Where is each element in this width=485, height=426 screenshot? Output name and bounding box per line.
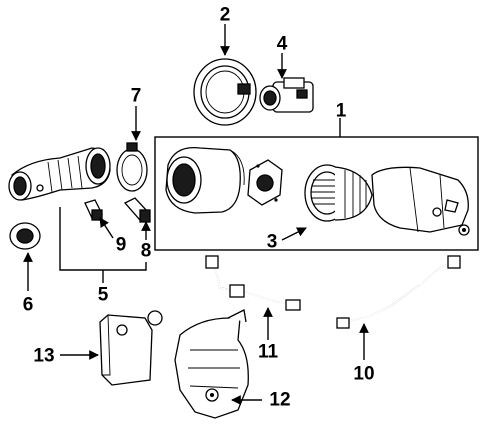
part-8-temperature-sensor bbox=[123, 197, 151, 223]
part-12-duct-bracket bbox=[174, 309, 249, 419]
part-5-intake-duct bbox=[8, 147, 111, 201]
callout-13: 13 bbox=[33, 345, 55, 367]
part-13-resonator bbox=[99, 310, 163, 386]
callout-11: 11 bbox=[257, 341, 279, 363]
part-4-sensor bbox=[259, 77, 314, 113]
callout-12: 12 bbox=[269, 389, 291, 411]
callout-8: 8 bbox=[140, 240, 152, 262]
callout-1: 1 bbox=[335, 100, 347, 122]
part-6-grommet bbox=[9, 222, 41, 250]
part-9-valve bbox=[84, 199, 103, 221]
callout-10: 10 bbox=[353, 363, 375, 385]
callout-2: 2 bbox=[219, 4, 231, 26]
callout-5: 5 bbox=[97, 284, 109, 306]
callout-7: 7 bbox=[130, 85, 142, 107]
leader-lines bbox=[23, 24, 369, 405]
callout-6: 6 bbox=[22, 294, 34, 316]
callout-4: 4 bbox=[276, 33, 288, 55]
part-1-air-cleaner-assembly bbox=[165, 146, 470, 236]
callout-9: 9 bbox=[115, 234, 127, 256]
part-10-vent-tube bbox=[336, 255, 461, 329]
part-11-vacuum-hose bbox=[205, 255, 301, 311]
callout-3: 3 bbox=[266, 231, 278, 253]
assembly-frame bbox=[154, 136, 479, 251]
part-2-clamp-ring bbox=[193, 58, 257, 126]
part-7-hose-clamp bbox=[116, 142, 148, 192]
